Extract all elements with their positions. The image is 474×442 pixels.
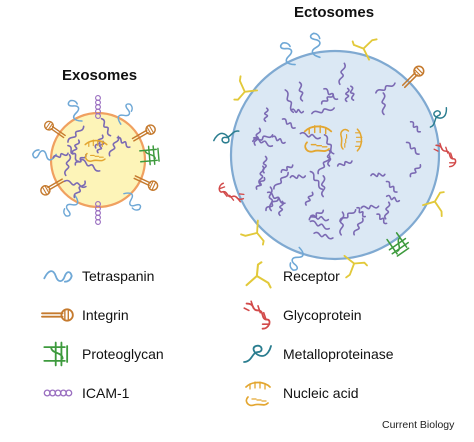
rna-strand <box>409 164 422 178</box>
rna-strand <box>320 175 326 198</box>
rna-strand <box>309 220 330 230</box>
rna-strand <box>278 200 285 217</box>
rna-strand <box>63 179 87 189</box>
rna-strand <box>253 127 262 146</box>
rna-strand <box>323 88 339 100</box>
icam1-icon <box>42 388 74 398</box>
rna-strand <box>281 118 296 129</box>
rna-strand <box>265 196 280 212</box>
rna-strand <box>74 153 87 166</box>
rna-strand <box>409 121 422 133</box>
rna-strand <box>309 170 324 191</box>
legend-label-metalloproteinase: Metalloproteinase <box>283 346 394 362</box>
rna-strand <box>271 135 286 144</box>
rna-strand <box>289 174 307 180</box>
rna-strand <box>67 125 85 143</box>
rna-strand <box>336 160 353 167</box>
ectosome-vesicle <box>212 31 457 279</box>
rna-strand <box>299 131 322 140</box>
glycoprotein-icon <box>243 300 271 330</box>
rna-strand <box>338 62 346 86</box>
rna-strand <box>311 107 335 115</box>
rna-strand <box>304 191 314 206</box>
rna-strand <box>67 144 80 163</box>
rna-strand <box>349 85 355 101</box>
legend-label-icam1: ICAM-1 <box>82 385 130 401</box>
rna-strand <box>94 134 104 149</box>
ectosomes-title: Ectosomes <box>294 4 375 21</box>
exosomes-title: Exosomes <box>62 67 138 84</box>
rna-strand <box>375 82 396 94</box>
rna-strand <box>313 231 334 240</box>
rna-strand <box>405 141 420 155</box>
rna-strand <box>309 214 330 222</box>
rna-strand <box>79 158 101 172</box>
rna-strand <box>71 139 81 155</box>
rna-strand <box>385 194 401 203</box>
journal-credit: Current Biology <box>382 419 455 431</box>
rna-strand <box>317 155 331 175</box>
rna-strand <box>284 89 295 114</box>
exosome-vesicle <box>31 94 161 226</box>
rna-strand <box>326 149 332 167</box>
proteoglycan-icon <box>43 341 69 367</box>
legend-label-glycoprotein: Glycoprotein <box>283 307 362 323</box>
rna-strand <box>252 134 274 143</box>
rna-strand <box>376 213 388 225</box>
rna-strand <box>298 81 304 102</box>
rna-strand <box>266 191 286 205</box>
rna-strand <box>108 135 120 157</box>
rna-strand <box>339 211 345 236</box>
rna-strand <box>280 164 294 173</box>
rna-strand <box>116 136 131 149</box>
rna-strand <box>96 140 105 154</box>
integrin-icon <box>40 307 75 323</box>
legend-label-nucleic-acid: Nucleic acid <box>283 385 359 401</box>
legend-label-integrin: Integrin <box>82 307 129 323</box>
rna-strand <box>308 209 325 221</box>
receptor-icon <box>245 261 272 289</box>
legend-label-tetraspanin: Tetraspanin <box>82 268 155 284</box>
legend-icons <box>40 261 273 407</box>
rna-strand <box>353 217 364 236</box>
rna-strand <box>344 87 350 103</box>
rna-strand <box>370 172 386 178</box>
rna-strand <box>360 204 380 210</box>
rna-strand <box>320 93 334 105</box>
rna-strand <box>356 206 366 218</box>
rna-strand <box>323 134 335 155</box>
rna-strand <box>263 107 269 123</box>
rna-strand <box>64 153 72 177</box>
legend-label-proteoglycan: Proteoglycan <box>82 346 164 362</box>
rna-strand <box>383 201 391 220</box>
rna-strand <box>100 117 112 137</box>
rna-strand <box>290 108 305 114</box>
rna-strand <box>273 171 289 190</box>
rna-strand <box>385 180 398 193</box>
rna-strand <box>52 152 69 159</box>
rna-strand <box>73 180 86 199</box>
nucleic-acid-icon <box>245 381 271 407</box>
legend-label-receptor: Receptor <box>283 268 340 284</box>
metalloproteinase-icon <box>242 344 273 364</box>
ectosome-membrane <box>229 49 441 261</box>
tetraspanin-icon <box>42 269 74 284</box>
rna-strand <box>255 176 266 190</box>
rna-strand <box>262 155 268 174</box>
rna-strand <box>381 92 386 116</box>
